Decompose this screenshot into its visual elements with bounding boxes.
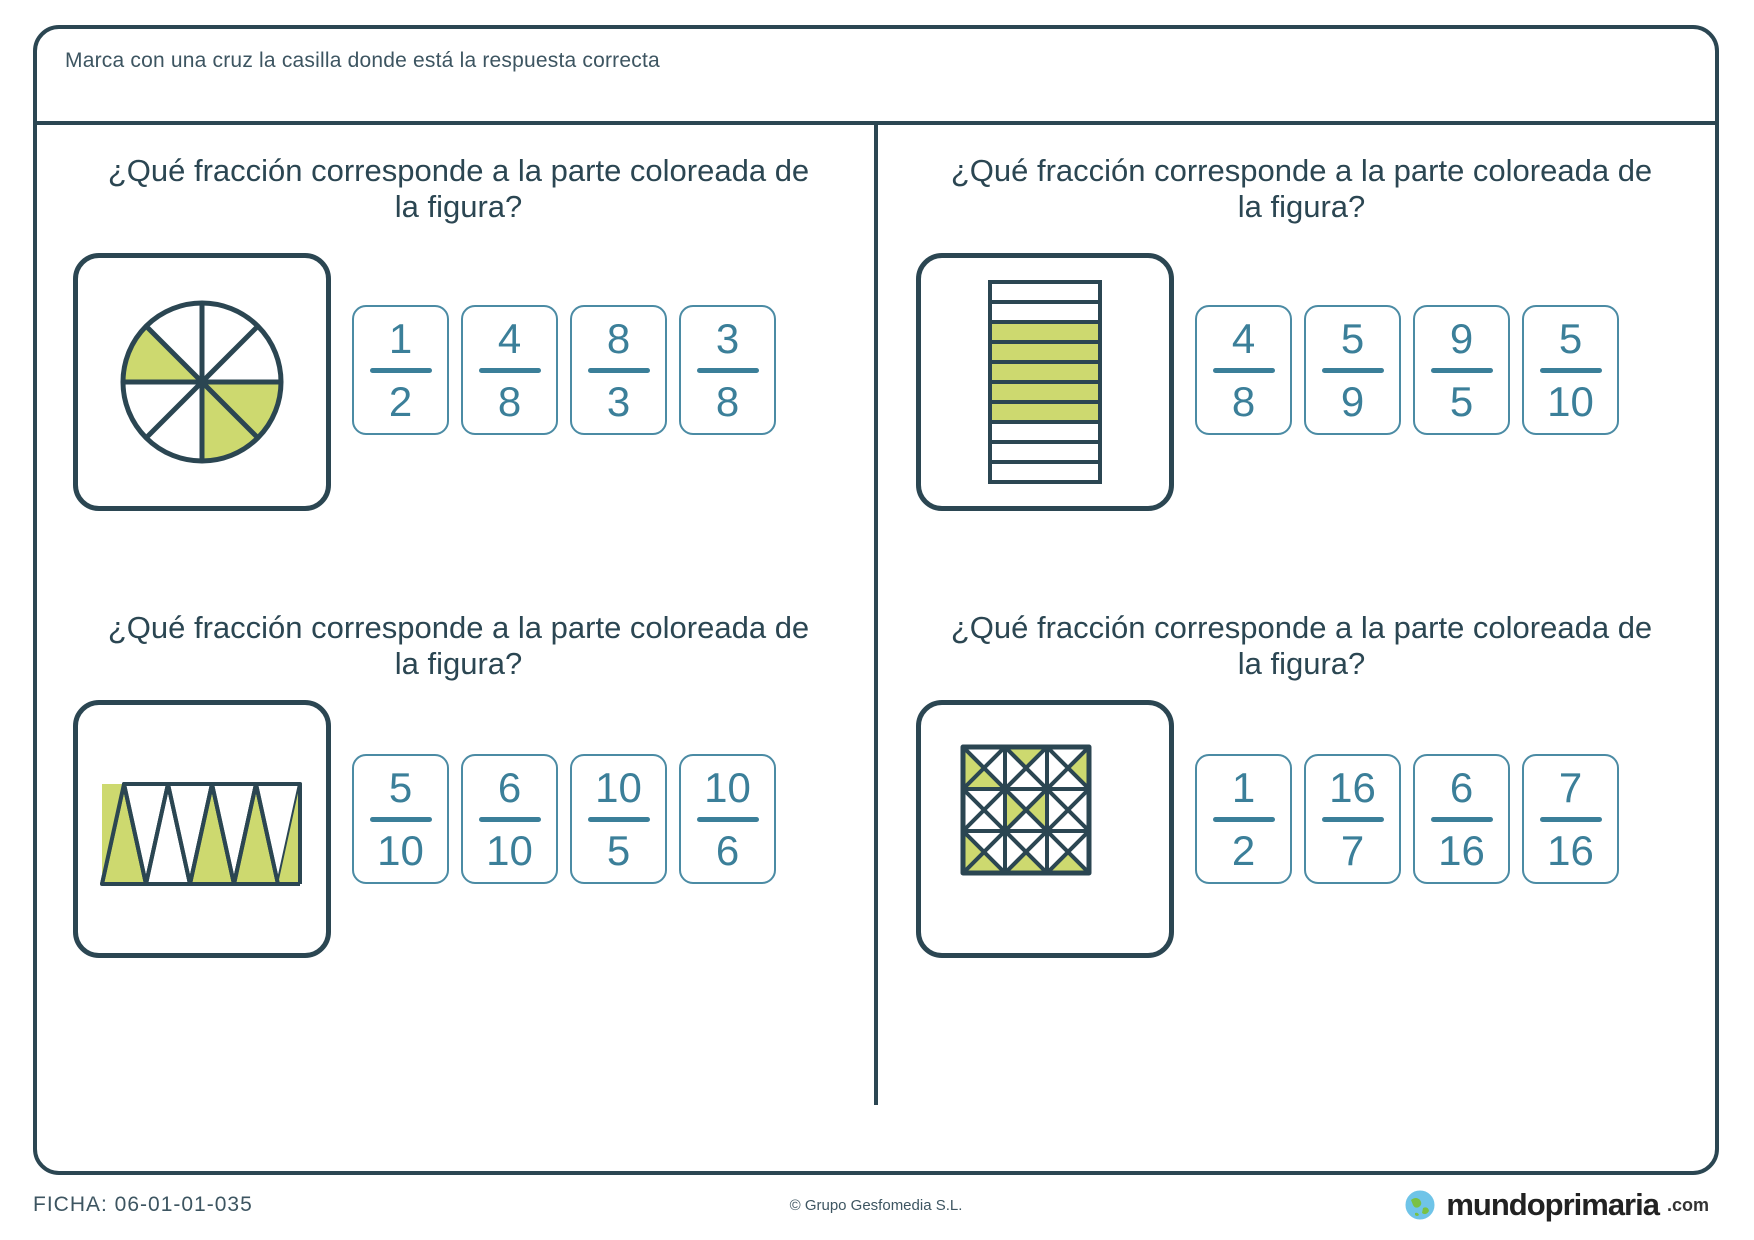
fraction-bar <box>478 816 541 822</box>
option-denominator: 6 <box>715 826 740 874</box>
fraction-bar <box>1539 816 1602 822</box>
instruction-text: Marca con una cruz la casilla donde está… <box>65 49 660 72</box>
option-numerator: 16 <box>1329 763 1376 811</box>
option-numerator: 4 <box>1231 314 1256 362</box>
option-card[interactable]: 6 16 <box>1413 754 1510 884</box>
brand-logo[interactable]: mundoprimaria .com <box>1402 1187 1709 1223</box>
fraction-bar <box>587 816 650 822</box>
option-denominator: 3 <box>606 377 631 425</box>
copyright-text: © Grupo Gesfomedia S.L. <box>789 1197 963 1214</box>
option-denominator: 16 <box>1547 826 1594 874</box>
option-card[interactable]: 16 7 <box>1304 754 1401 884</box>
ficha-code: FICHA: 06-01-01-035 <box>33 1193 253 1216</box>
globe-icon <box>1402 1187 1438 1223</box>
option-card[interactable]: 10 6 <box>679 754 776 884</box>
options-row-2: 4 8 5 9 9 5 5 10 <box>1195 305 1619 435</box>
options-row-1: 1 2 4 8 8 3 3 8 <box>352 305 776 435</box>
fraction-bar <box>1430 367 1493 373</box>
option-numerator: 1 <box>388 314 413 362</box>
fraction-bar <box>369 816 432 822</box>
question-title-1: ¿Qué fracción corresponde a la parte col… <box>107 153 810 224</box>
option-numerator: 4 <box>497 314 522 362</box>
option-denominator: 9 <box>1340 377 1365 425</box>
fraction-bar <box>696 816 759 822</box>
option-card[interactable]: 4 8 <box>1195 305 1292 435</box>
option-card[interactable]: 5 9 <box>1304 305 1401 435</box>
fraction-bar <box>1321 816 1384 822</box>
figure-box-2 <box>916 253 1174 511</box>
option-denominator: 8 <box>715 377 740 425</box>
option-card[interactable]: 10 5 <box>570 754 667 884</box>
fraction-bar <box>1212 816 1275 822</box>
fraction-bar <box>587 367 650 373</box>
question-title-2: ¿Qué fracción corresponde a la parte col… <box>950 153 1653 224</box>
option-numerator: 5 <box>388 763 413 811</box>
option-denominator: 16 <box>1438 826 1485 874</box>
question-block-1: ¿Qué fracción corresponde a la parte col… <box>37 125 880 610</box>
fraction-bar <box>478 367 541 373</box>
option-denominator: 10 <box>486 826 533 874</box>
fraction-bar <box>1212 367 1275 373</box>
option-denominator: 5 <box>606 826 631 874</box>
worksheet-sheet: Marca con una cruz la casilla donde está… <box>33 25 1719 1175</box>
brand-tld: .com <box>1666 1194 1709 1215</box>
option-card[interactable]: 5 10 <box>352 754 449 884</box>
option-denominator: 8 <box>1231 377 1256 425</box>
option-denominator: 2 <box>388 377 413 425</box>
option-numerator: 3 <box>715 314 740 362</box>
option-numerator: 5 <box>1340 314 1365 362</box>
option-denominator: 8 <box>497 377 522 425</box>
header-divider <box>37 121 1715 125</box>
figure-box-1 <box>73 253 331 511</box>
options-row-3: 5 10 6 10 10 5 10 6 <box>352 754 776 884</box>
option-numerator: 1 <box>1231 763 1256 811</box>
page-footer: FICHA: 06-01-01-035 © Grupo Gesfomedia S… <box>33 1185 1719 1231</box>
option-numerator: 6 <box>497 763 522 811</box>
fraction-bar <box>1321 367 1384 373</box>
option-card[interactable]: 6 10 <box>461 754 558 884</box>
option-numerator: 7 <box>1558 763 1583 811</box>
option-card[interactable]: 1 2 <box>352 305 449 435</box>
trapezoid-triangles-figure <box>100 782 302 886</box>
option-numerator: 10 <box>595 763 642 811</box>
question-block-2: ¿Qué fracción corresponde a la parte col… <box>880 125 1723 610</box>
option-numerator: 5 <box>1558 314 1583 362</box>
horizontal-bars-figure <box>988 280 1102 484</box>
option-numerator: 10 <box>704 763 751 811</box>
question-title-4: ¿Qué fracción corresponde a la parte col… <box>950 610 1653 681</box>
option-card[interactable]: 3 8 <box>679 305 776 435</box>
fraction-bar <box>1539 367 1602 373</box>
fraction-bar <box>696 367 759 373</box>
vertical-divider <box>874 125 878 1105</box>
option-numerator: 9 <box>1449 314 1474 362</box>
square-triangles-figure <box>960 744 1091 875</box>
option-denominator: 2 <box>1231 826 1256 874</box>
option-card[interactable]: 8 3 <box>570 305 667 435</box>
figure-box-4 <box>916 700 1174 958</box>
option-card[interactable]: 7 16 <box>1522 754 1619 884</box>
options-row-4: 1 2 16 7 6 16 7 16 <box>1195 754 1619 884</box>
fraction-bar <box>1430 816 1493 822</box>
question-block-3: ¿Qué fracción corresponde a la parte col… <box>37 582 880 1067</box>
figure-box-3 <box>73 700 331 958</box>
question-title-3: ¿Qué fracción corresponde a la parte col… <box>107 610 810 681</box>
option-denominator: 7 <box>1340 826 1365 874</box>
option-card[interactable]: 5 10 <box>1522 305 1619 435</box>
option-denominator: 10 <box>377 826 424 874</box>
option-card[interactable]: 1 2 <box>1195 754 1292 884</box>
pie-eighths-figure <box>120 300 284 464</box>
option-card[interactable]: 9 5 <box>1413 305 1510 435</box>
option-numerator: 8 <box>606 314 631 362</box>
option-denominator: 10 <box>1547 377 1594 425</box>
option-card[interactable]: 4 8 <box>461 305 558 435</box>
option-numerator: 6 <box>1449 763 1474 811</box>
question-block-4: ¿Qué fracción corresponde a la parte col… <box>880 582 1723 1067</box>
fraction-bar <box>369 367 432 373</box>
option-denominator: 5 <box>1449 377 1474 425</box>
brand-name: mundoprimaria <box>1446 1187 1660 1222</box>
